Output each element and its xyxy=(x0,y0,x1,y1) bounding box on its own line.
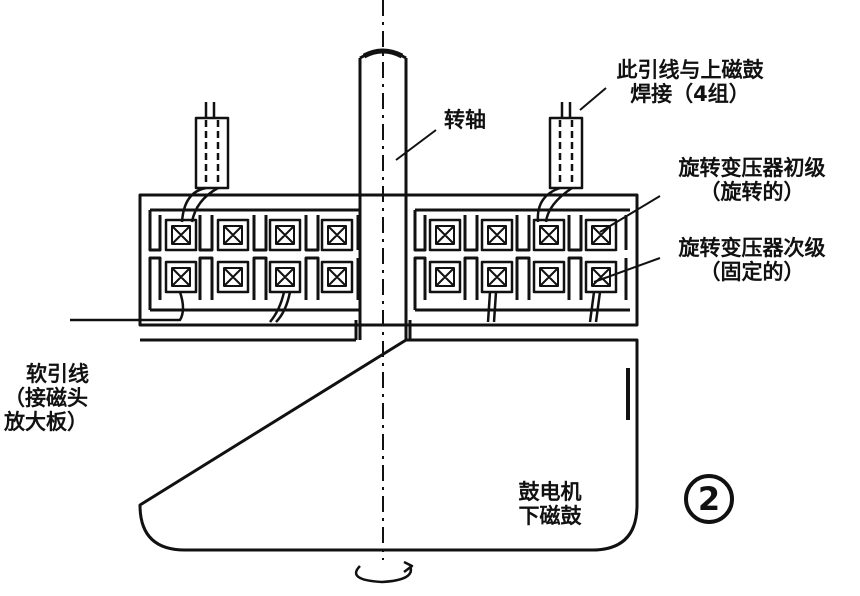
label-shaft: 转轴 xyxy=(444,108,486,132)
secondary-coil-6 xyxy=(480,260,514,294)
primary-coil-4 xyxy=(320,218,354,252)
transformer-block xyxy=(138,193,639,327)
lead-tube-left xyxy=(194,116,230,190)
label-primary-line2: （旋转的） xyxy=(699,180,805,204)
secondary-coil-2 xyxy=(216,260,250,294)
label-soft-lead: 软引线 （接磁头 放大板） xyxy=(4,362,89,434)
leader-shaft xyxy=(395,129,437,161)
label-motor: 鼓电机 下磁鼓 xyxy=(500,480,600,528)
label-soft-lead-line1: 软引线 xyxy=(26,362,89,386)
primary-coil-6 xyxy=(480,218,514,252)
label-motor-line1: 鼓电机 xyxy=(518,480,582,504)
primary-coil-3 xyxy=(268,218,302,252)
rotation-arrow xyxy=(354,565,413,584)
shaft-cap xyxy=(362,48,404,59)
soft-lead-coil-6 xyxy=(486,291,498,323)
soft-lead-coil-8 xyxy=(588,291,602,323)
leader-primary xyxy=(599,195,661,233)
label-lead-weld-line1: 此引线与上磁鼓 xyxy=(616,58,764,82)
label-primary-line1: 旋转变压器初级 xyxy=(678,156,826,180)
soft-lead-main xyxy=(70,291,185,322)
leader-lead-weld xyxy=(579,87,607,111)
shaft-top-gap xyxy=(354,320,412,340)
lead-tube-right xyxy=(548,116,584,190)
rotation-arrowhead xyxy=(403,560,414,573)
upper-core-left xyxy=(148,208,360,252)
label-secondary-line1: 旋转变压器次级 xyxy=(678,236,826,260)
primary-coil-5 xyxy=(428,218,462,252)
secondary-coil-5 xyxy=(428,260,462,294)
lower-core-left xyxy=(148,256,360,312)
secondary-coil-3 xyxy=(268,260,302,294)
figure-number-badge: 2 xyxy=(684,474,734,524)
primary-coil-8 xyxy=(584,218,618,252)
label-lead-weld: 此引线与上磁鼓 焊接（4组） xyxy=(590,58,790,106)
soft-lead-coil-3 xyxy=(269,291,292,323)
label-motor-line2: 下磁鼓 xyxy=(518,504,582,528)
label-secondary: 旋转变压器次级 （固定的） xyxy=(652,236,852,284)
primary-coil-7 xyxy=(532,218,566,252)
label-primary: 旋转变压器初级 （旋转的） xyxy=(652,156,852,204)
label-soft-lead-line3: 放大板） xyxy=(4,410,88,434)
winding-crosses-top xyxy=(171,225,611,245)
winding-crosses-bottom xyxy=(171,267,611,287)
secondary-coil-8 xyxy=(584,260,618,294)
lead-wire-left xyxy=(180,186,219,223)
lead-tube-left-wires xyxy=(204,120,220,186)
label-secondary-line2: （固定的） xyxy=(699,260,805,284)
figure-number: 2 xyxy=(697,480,721,518)
leader-secondary xyxy=(593,257,661,283)
secondary-coil-7 xyxy=(532,260,566,294)
lead-wire-right xyxy=(536,186,573,223)
label-lead-weld-line2: 焊接（4组） xyxy=(630,82,750,106)
lead-tube-right-wires xyxy=(558,120,574,186)
primary-coil-2 xyxy=(216,218,250,252)
secondary-coil-4 xyxy=(320,260,354,294)
label-soft-lead-line2: （接磁头 xyxy=(4,386,88,410)
lead-tube-right-top xyxy=(560,102,572,118)
lead-tube-left-top xyxy=(204,102,216,118)
lower-core-right xyxy=(413,256,630,312)
lower-drum xyxy=(138,338,639,552)
upper-core-right xyxy=(413,208,630,252)
